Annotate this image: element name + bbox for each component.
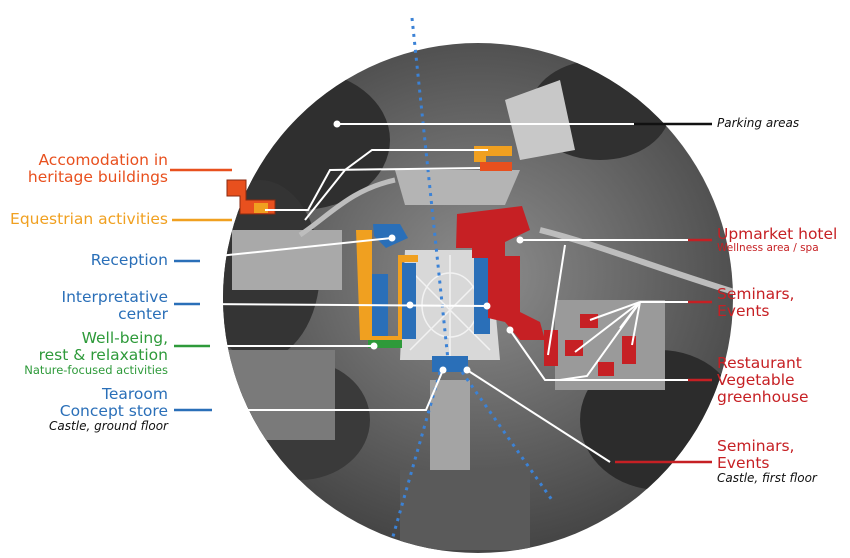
label-interpretative-line1: Interpretative: [61, 288, 168, 306]
label-restaurant: Restaurant Vegetable greenhouse: [717, 354, 809, 407]
label-hotel-text: Upmarket hotel: [717, 225, 838, 243]
label-wellbeing-sub: Nature-focused activities: [24, 363, 168, 378]
leader-lines: [179, 120, 690, 463]
label-restaurant-line2: Vegetable: [717, 371, 795, 390]
leader-line-ends: [170, 122, 712, 464]
label-restaurant-line3: greenhouse: [717, 388, 809, 407]
label-seminars-1: Seminars, Events: [717, 285, 795, 321]
label-interpretative: Interpretative center: [61, 288, 168, 324]
label-seminars2-sub: Castle, first floor: [717, 471, 817, 486]
label-hotel-sub: Wellness area / spa: [717, 242, 819, 255]
axis-lines: [390, 17, 554, 541]
label-seminars2-line2: Events: [717, 454, 770, 473]
label-tearoom: Tearoom Concept store Castle, ground flo…: [49, 385, 168, 434]
label-restaurant-line1: Restaurant: [717, 354, 802, 372]
label-tearoom-line1: Tearoom: [102, 385, 168, 403]
label-hotel: Upmarket hotel Wellness area / spa: [717, 225, 838, 255]
label-interpretative-line2: center: [118, 305, 168, 324]
label-wellbeing-line2: rest & relaxation: [38, 346, 168, 365]
label-reception-text: Reception: [90, 251, 168, 269]
label-wellbeing: Well-being, rest & relaxation Nature-foc…: [24, 329, 168, 378]
label-parking: Parking areas: [717, 116, 800, 130]
label-tearoom-sub: Castle, ground floor: [49, 419, 168, 434]
label-equestrian-text: Equestrian activities: [10, 210, 168, 228]
label-tearoom-line2: Concept store: [59, 402, 168, 421]
label-parking-text: Parking areas: [717, 116, 800, 130]
label-seminars1-line1: Seminars,: [717, 285, 795, 303]
label-equestrian: Equestrian activities: [10, 210, 168, 228]
label-accommodation: Accomodation in heritage buildings: [27, 151, 168, 187]
buildings: [226, 146, 636, 376]
label-seminars-2: Seminars, Events Castle, first floor: [717, 437, 817, 486]
label-reception: Reception: [90, 251, 168, 269]
label-accommodation-line1: Accomodation in: [38, 151, 168, 169]
label-accommodation-line2: heritage buildings: [27, 168, 168, 187]
label-seminars1-line2: Events: [717, 302, 770, 321]
label-seminars2-line1: Seminars,: [717, 437, 795, 455]
label-wellbeing-line1: Well-being,: [81, 329, 168, 347]
